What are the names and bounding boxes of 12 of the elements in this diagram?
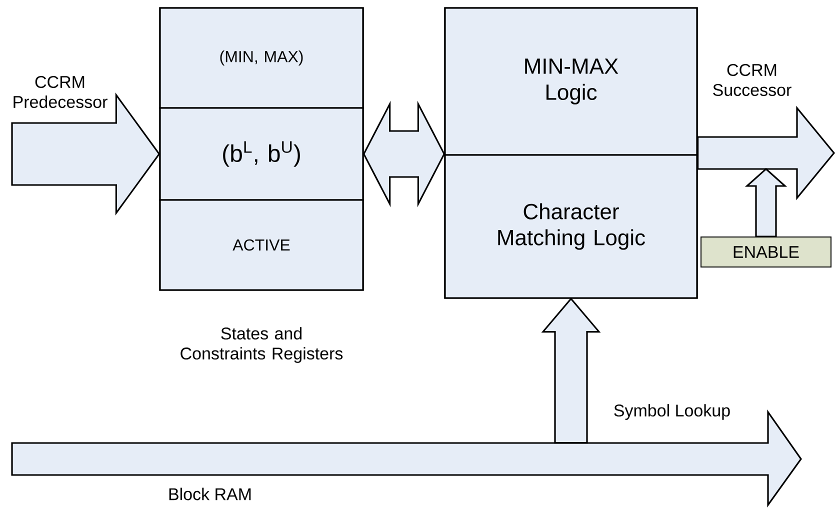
enable-box: ENABLE (700, 236, 832, 268)
register-cell: (b$^{L}$, b$^{U}$) (159, 107, 364, 201)
register-cell: (MIN, MAX) (159, 7, 364, 109)
edge-label: CCRM Predecessor (14, 76, 108, 108)
register-cell: Character Matching Logic (444, 154, 698, 299)
block-arrow (541, 298, 601, 444)
edge-label: CCRM Successor (713, 64, 792, 96)
register-cell: ACTIVE (159, 199, 364, 291)
block-arrow (11, 92, 160, 216)
block-arrow (744, 168, 788, 238)
block-arrow (697, 106, 836, 200)
register-cell: MIN-MAX Logic (444, 7, 698, 156)
